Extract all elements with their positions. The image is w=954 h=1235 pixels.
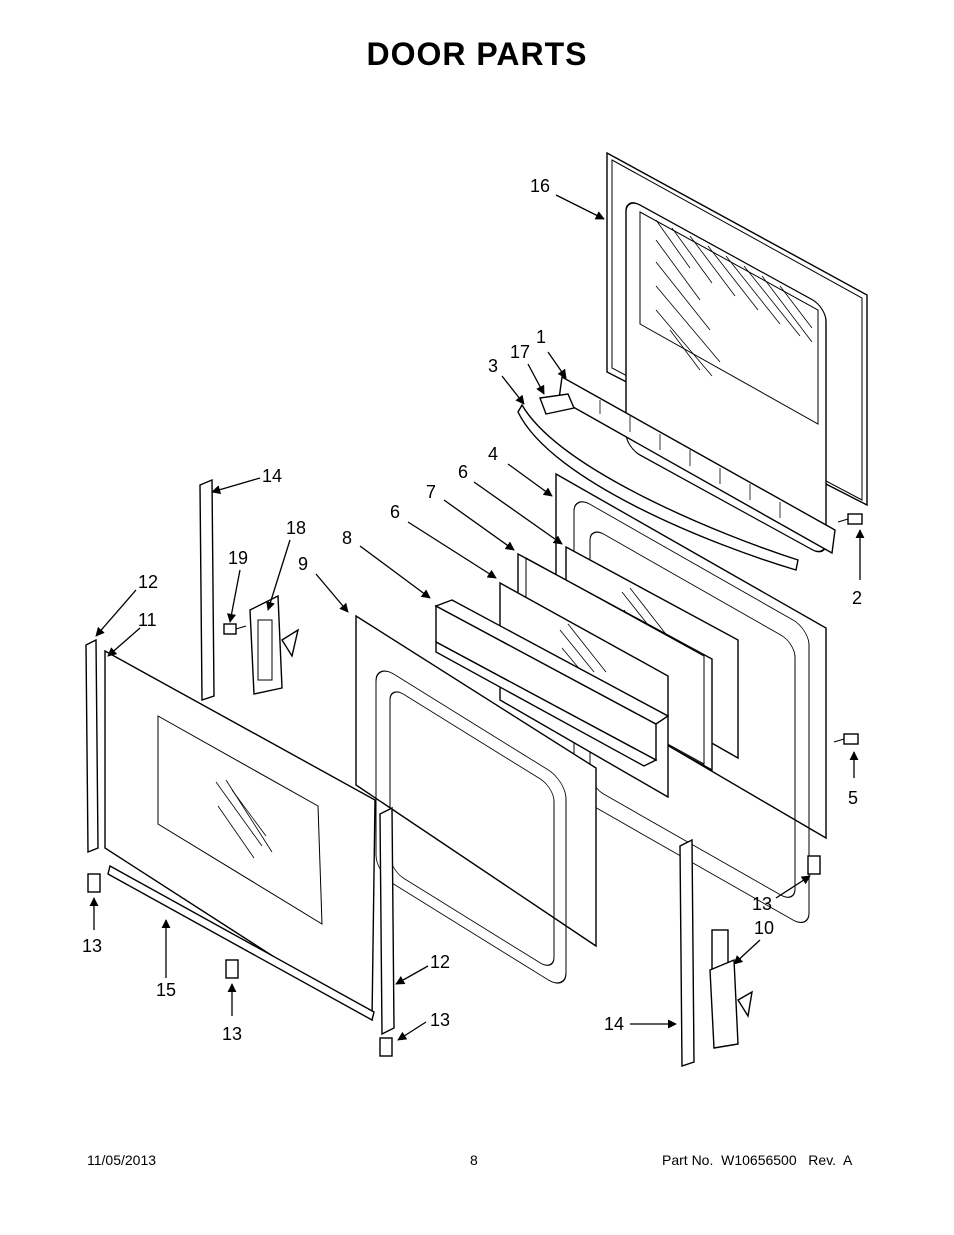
part-10-hinge-right xyxy=(709,929,753,1049)
part-12-side-trim-right xyxy=(379,806,395,1036)
callout-2: 2 xyxy=(852,588,862,608)
callout-9: 9 xyxy=(298,554,308,574)
callout-19: 19 xyxy=(228,548,248,568)
footer-date: 11/05/2013 xyxy=(87,1152,157,1168)
callout-13-center: 13 xyxy=(430,1010,450,1030)
part-15-bottom-trim xyxy=(107,864,375,1022)
callout-6-front: 6 xyxy=(390,502,400,522)
screw-13-bottom xyxy=(225,959,239,979)
callout-13-left: 13 xyxy=(82,936,102,956)
callout-16: 16 xyxy=(530,176,550,196)
callout-12-left: 12 xyxy=(138,572,158,592)
leader-lines xyxy=(89,194,865,1041)
part-3-handle xyxy=(517,393,799,571)
callout-17: 17 xyxy=(510,342,530,362)
callout-13-bottom: 13 xyxy=(222,1024,242,1044)
callout-8: 8 xyxy=(342,528,352,548)
page-title: DOOR PARTS xyxy=(366,36,588,72)
screw-13-center xyxy=(379,1037,393,1057)
callout-12-right: 12 xyxy=(430,952,450,972)
part-9-door-liner xyxy=(355,614,597,984)
callout-7: 7 xyxy=(426,482,436,502)
callout-6-rear: 6 xyxy=(458,462,468,482)
screw-5 xyxy=(833,733,859,745)
screw-13-left xyxy=(87,873,101,893)
part-8-insulation xyxy=(434,599,670,767)
callout-11: 11 xyxy=(138,610,157,630)
callout-5: 5 xyxy=(848,788,858,808)
screw-13-right xyxy=(807,855,821,875)
callout-1: 1 xyxy=(536,327,546,347)
part-12-side-trim-left xyxy=(85,638,99,854)
callout-4: 4 xyxy=(488,444,498,464)
callout-14-right: 14 xyxy=(604,1014,624,1034)
part-18-hinge-left xyxy=(249,594,300,695)
callout-15: 15 xyxy=(156,980,176,1000)
part-17-end-cap xyxy=(539,393,575,415)
part-14-hinge-channel-right xyxy=(679,838,695,1067)
footer-page-number: 8 xyxy=(470,1152,478,1168)
callout-3: 3 xyxy=(488,356,498,376)
footer-part-number: Part No. W10656500 Rev. A xyxy=(662,1152,853,1168)
part-14-hinge-channel-left xyxy=(199,478,215,701)
screw-2 xyxy=(837,513,863,525)
callout-18: 18 xyxy=(286,518,306,538)
callout-13-right: 13 xyxy=(752,894,772,914)
callout-10: 10 xyxy=(754,918,774,938)
screw-19 xyxy=(223,623,247,635)
part-1-vent-strip xyxy=(558,375,836,555)
callout-14-left: 14 xyxy=(262,466,282,486)
part-11-door-front xyxy=(104,649,376,1022)
